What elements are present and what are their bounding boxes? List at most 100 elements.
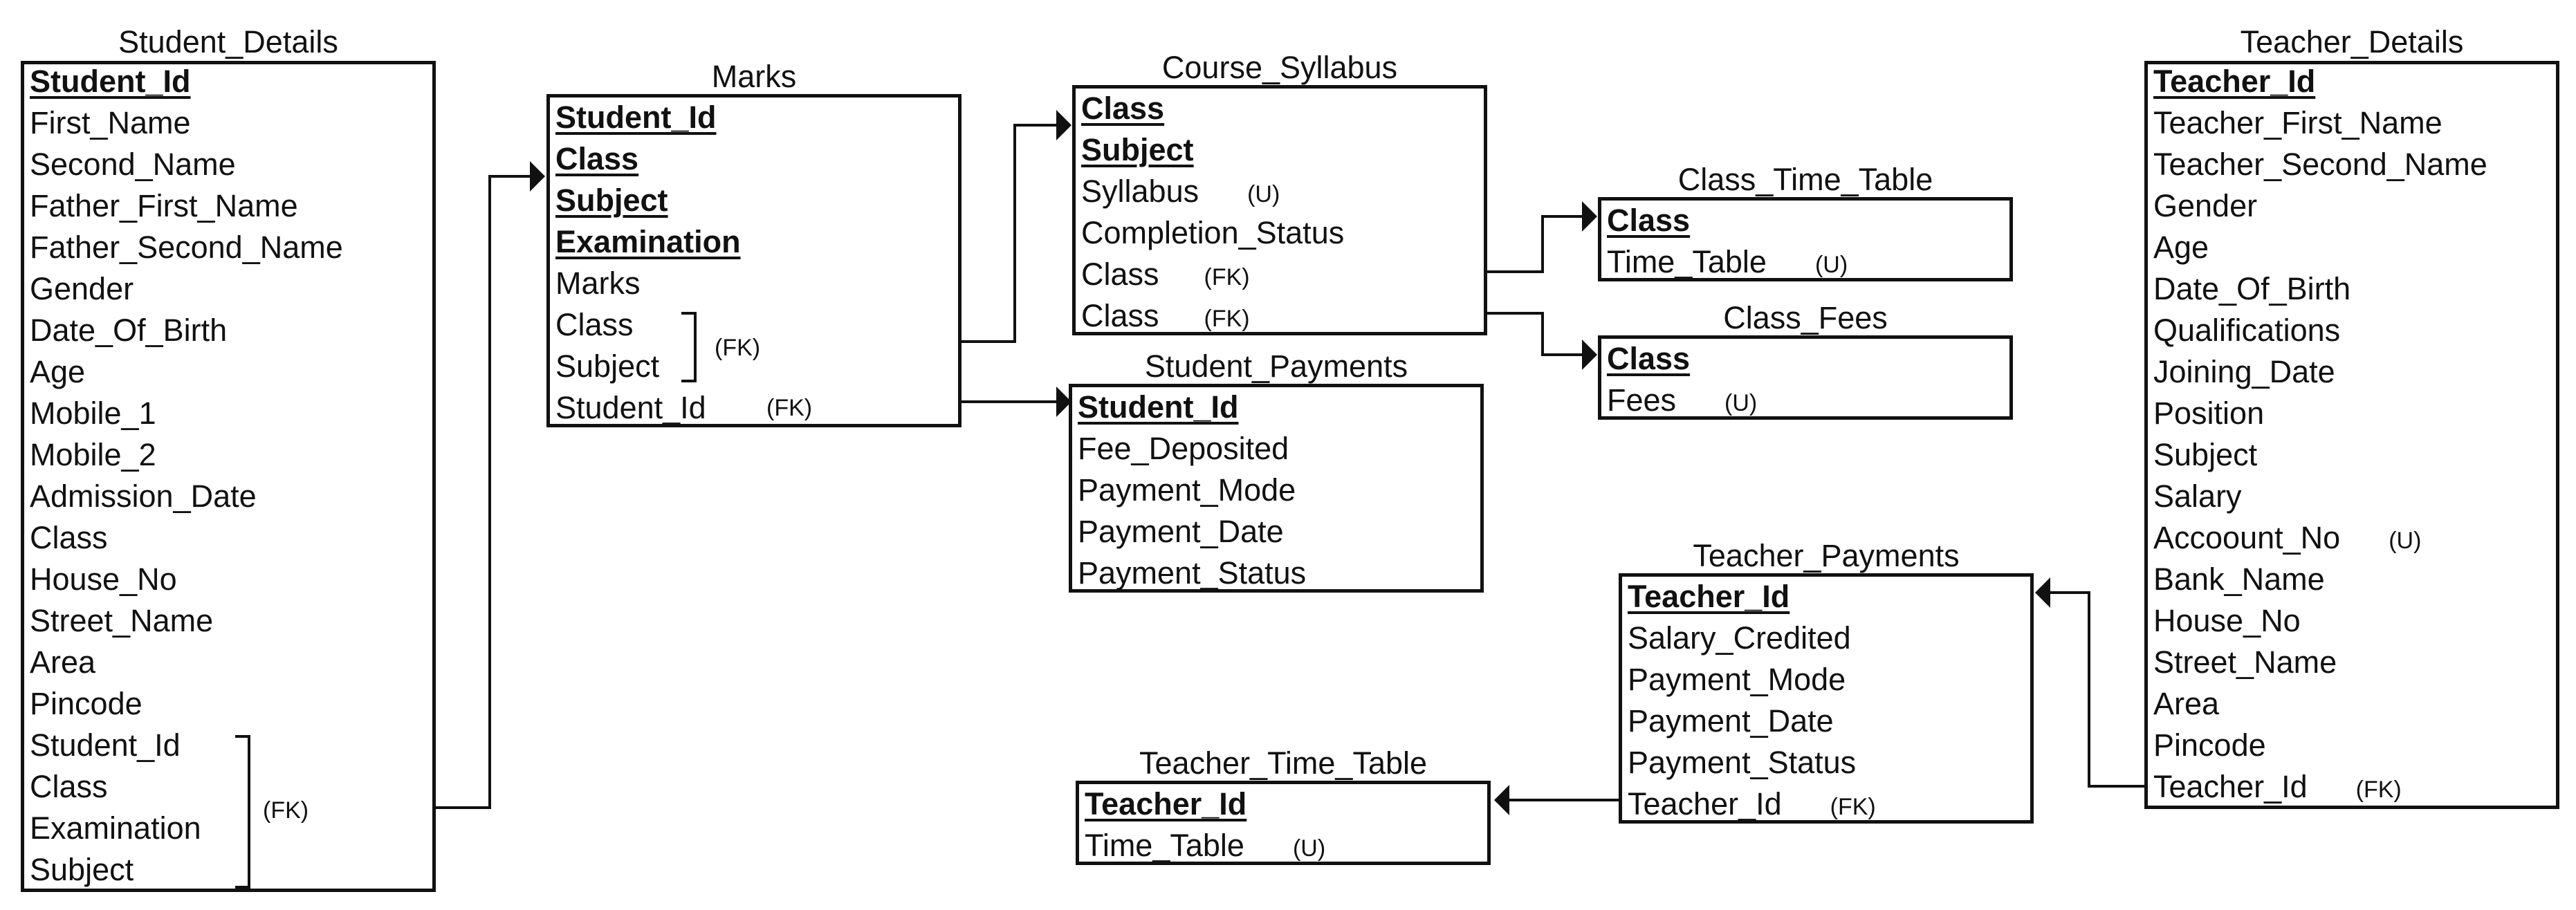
fk-note: (FK) [766, 395, 813, 421]
attr-pincode: Pincode [30, 686, 142, 721]
student-payments-title: Student_Payments [1144, 349, 1408, 384]
fk-group-bracket [235, 735, 250, 889]
attr-payment-status: Payment_Status [1078, 555, 1307, 591]
attr-father-first-name: Father_First_Name [30, 188, 298, 223]
attr-payment-date: Payment_Date [1628, 703, 1834, 739]
attr-teacher-second-name: Teacher_Second_Name [2153, 147, 2487, 182]
attr-class-pk: Class [1607, 341, 1691, 376]
teacher-payments-title: Teacher_Payments [1693, 538, 1960, 573]
student-details-table[interactable]: Student_Id First_Name Second_Name Father… [21, 61, 436, 892]
connector-student-details-to-marks [436, 175, 533, 809]
attr-student-id-pk: Student_Id [1078, 389, 1239, 425]
attr-payment-mode: Payment_Mode [1628, 662, 1846, 697]
arrowhead-teacher-time-table [1494, 785, 1509, 815]
attr-time-table: Time_Table(U) [1085, 828, 1326, 863]
attr-class-pk: Class [1081, 91, 1165, 126]
teacher-payments-table[interactable]: Teacher_Id Salary_Credited Payment_Mode … [1619, 573, 2034, 824]
attr-student-id-fk: Student_Id [30, 727, 181, 763]
teacher-time-table-title: Teacher_Time_Table [1139, 745, 1428, 781]
arrowhead-teacher-payments [2035, 577, 2050, 608]
attr-date-of-birth: Date_Of_Birth [2153, 271, 2351, 306]
attr-teacher-first-name: Teacher_First_Name [2153, 105, 2442, 140]
attr-father-second-name: Father_Second_Name [30, 230, 343, 265]
fk-group-note: (FK) [263, 797, 309, 824]
fk-group-bracket [681, 312, 697, 382]
arrowhead-class-time-table [1582, 201, 1597, 232]
attr-area: Area [30, 644, 96, 680]
attr-subject-fk: Subject [30, 852, 134, 887]
unique-note: (U) [1292, 835, 1326, 862]
attr-class-pk: Class [1607, 203, 1691, 238]
attr-class-pk: Class [555, 141, 639, 176]
class-time-table-table[interactable]: Class Time_Table(U) [1598, 197, 2013, 281]
class-time-table-title: Class_Time_Table [1677, 162, 1933, 197]
course-syllabus-title: Course_Syllabus [1161, 50, 1398, 85]
fk-note: (FK) [1204, 306, 1250, 332]
fk-note: (FK) [2355, 777, 2402, 803]
fk-note: (FK) [1830, 794, 1876, 820]
attr-class-fk: Class [30, 769, 108, 804]
unique-note: (U) [2389, 528, 2422, 554]
attr-payment-status: Payment_Status [1628, 745, 1857, 780]
attr-teacher-id-fk: Teacher_Id(FK) [1628, 786, 1876, 821]
attr-time-table: Time_Table(U) [1607, 244, 1848, 279]
fk-note: (FK) [1204, 264, 1250, 290]
attr-marks: Marks [555, 266, 641, 301]
attr-subject: Subject [2153, 437, 2258, 472]
connector-teacher-details-to-teacher-payments [2048, 591, 2144, 788]
arrowhead-marks [530, 161, 545, 192]
student-details-title: Student_Details [118, 24, 338, 59]
attr-pincode: Pincode [2153, 727, 2266, 763]
class-fees-table[interactable]: Class Fees(U) [1598, 335, 2013, 420]
teacher-details-title: Teacher_Details [2240, 24, 2464, 59]
attr-mobile-2: Mobile_2 [30, 437, 156, 472]
attr-street-name: Street_Name [2153, 644, 2337, 680]
fk-group-note: (FK) [715, 335, 761, 361]
attr-gender: Gender [2153, 188, 2258, 223]
attr-examination-pk: Examination [555, 224, 741, 259]
attr-teacher-id-pk: Teacher_Id [1085, 786, 1247, 821]
unique-note: (U) [1247, 181, 1280, 207]
attr-second-name: Second_Name [30, 147, 236, 182]
attr-subject-fk: Subject [555, 349, 660, 384]
attr-area: Area [2153, 686, 2220, 721]
attr-class: Class [30, 520, 108, 555]
connector-course-syllabus-to-class-fees [1487, 312, 1584, 356]
attr-position: Position [2153, 396, 2265, 431]
attr-teacher-id-fk: Teacher_Id(FK) [2153, 769, 2402, 804]
attr-mobile-1: Mobile_1 [30, 396, 156, 431]
attr-class-fk: Class(FK) [1081, 298, 1250, 333]
attr-street-name: Street_Name [30, 603, 214, 638]
attr-age: Age [30, 354, 86, 389]
attr-subject-pk: Subject [1081, 132, 1194, 167]
attr-account-no: Accoount_No(U) [2153, 520, 2422, 555]
attr-syllabus: Syllabus(U) [1081, 174, 1280, 209]
arrowhead-class-fees [1582, 340, 1597, 370]
attr-class-fk: Class [555, 307, 634, 342]
attr-gender: Gender [30, 271, 134, 306]
marks-table[interactable]: Student_Id Class Subject Examination Mar… [546, 94, 962, 427]
attr-examination-fk: Examination [30, 810, 201, 846]
course-syllabus-table[interactable]: Class Subject Syllabus(U) Completion_Sta… [1072, 85, 1487, 335]
attr-date-of-birth: Date_Of_Birth [30, 313, 228, 348]
attr-admission-date: Admission_Date [30, 479, 257, 514]
attr-student-id-pk: Student_Id [555, 100, 717, 135]
unique-note: (U) [1724, 390, 1758, 416]
attr-subject-pk: Subject [555, 183, 668, 218]
attr-qualifications: Qualifications [2153, 313, 2341, 348]
marks-title: Marks [711, 59, 797, 94]
attr-bank-name: Bank_Name [2153, 561, 2325, 597]
attr-house-no: House_No [2153, 603, 2301, 638]
teacher-details-table[interactable]: Teacher_Id Teacher_First_Name Teacher_Se… [2144, 61, 2559, 809]
attr-payment-mode: Payment_Mode [1078, 472, 1296, 508]
teacher-time-table-table[interactable]: Teacher_Id Time_Table(U) [1076, 781, 1491, 865]
arrowhead-student-payments [1056, 387, 1071, 417]
attr-fees: Fees(U) [1607, 382, 1758, 418]
connector-marks-to-course-syllabus [962, 124, 1058, 343]
attr-salary: Salary [2153, 479, 2242, 514]
student-payments-table[interactable]: Student_Id Fee_Deposited Payment_Mode Pa… [1069, 384, 1484, 593]
unique-note: (U) [1814, 252, 1848, 278]
attr-first-name: First_Name [30, 105, 191, 140]
